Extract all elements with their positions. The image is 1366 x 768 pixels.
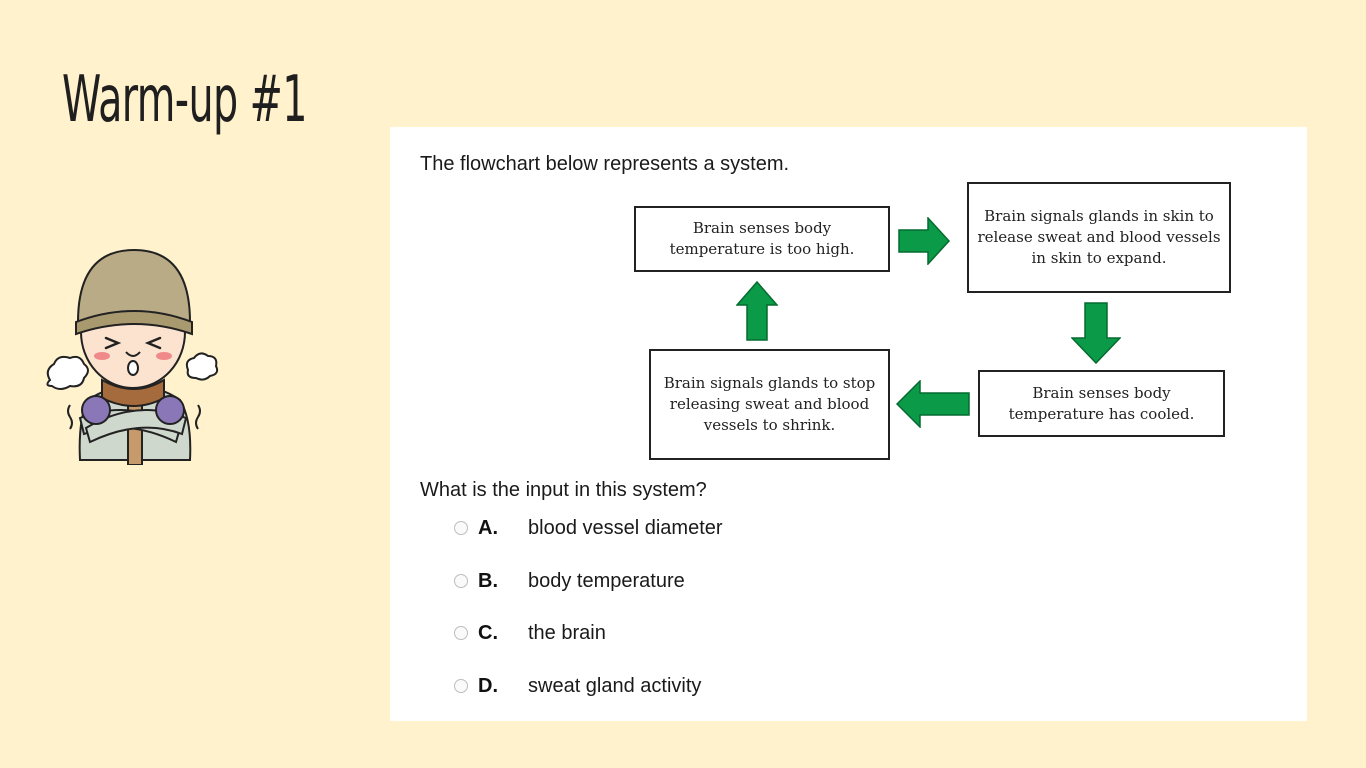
option-letter: B. xyxy=(478,569,498,592)
flowchart-box-stop-sweat: Brain signals glands to stop releasing s… xyxy=(649,349,890,460)
option-text: sweat gland activity xyxy=(528,674,702,697)
question-prompt: The flowchart below represents a system. xyxy=(420,153,790,175)
arrow-left-icon xyxy=(896,380,970,428)
slide-title: Warm-up #1 xyxy=(62,63,307,137)
answer-option-b[interactable]: B. body temperature xyxy=(454,568,685,594)
radio-button-a[interactable] xyxy=(454,521,468,535)
answer-option-a[interactable]: A. blood vessel diameter xyxy=(454,515,723,541)
radio-button-c[interactable] xyxy=(454,626,468,640)
arrow-down-icon xyxy=(1071,302,1121,364)
radio-button-b[interactable] xyxy=(454,574,468,588)
arrow-up-icon xyxy=(736,281,778,341)
flowchart-box-release-sweat: Brain signals glands in skin to release … xyxy=(967,182,1231,293)
option-text: blood vessel diameter xyxy=(528,516,723,539)
flowchart-box-temp-high: Brain senses body temperature is too hig… xyxy=(634,206,890,272)
radio-button-d[interactable] xyxy=(454,679,468,693)
flowchart-box-temp-cooled: Brain senses body temperature has cooled… xyxy=(978,370,1225,437)
option-letter: A. xyxy=(478,516,498,539)
arrow-right-icon xyxy=(898,217,950,265)
option-text: body temperature xyxy=(528,569,685,592)
answer-option-c[interactable]: C. the brain xyxy=(454,620,606,646)
option-text: the brain xyxy=(528,621,606,644)
answer-option-d[interactable]: D. sweat gland activity xyxy=(454,673,701,699)
question-stem: What is the input in this system? xyxy=(420,479,707,501)
option-letter: C. xyxy=(478,621,498,644)
option-letter: D. xyxy=(478,674,498,697)
question-panel: The flowchart below represents a system.… xyxy=(390,127,1307,721)
cold-old-man-icon xyxy=(46,248,219,465)
